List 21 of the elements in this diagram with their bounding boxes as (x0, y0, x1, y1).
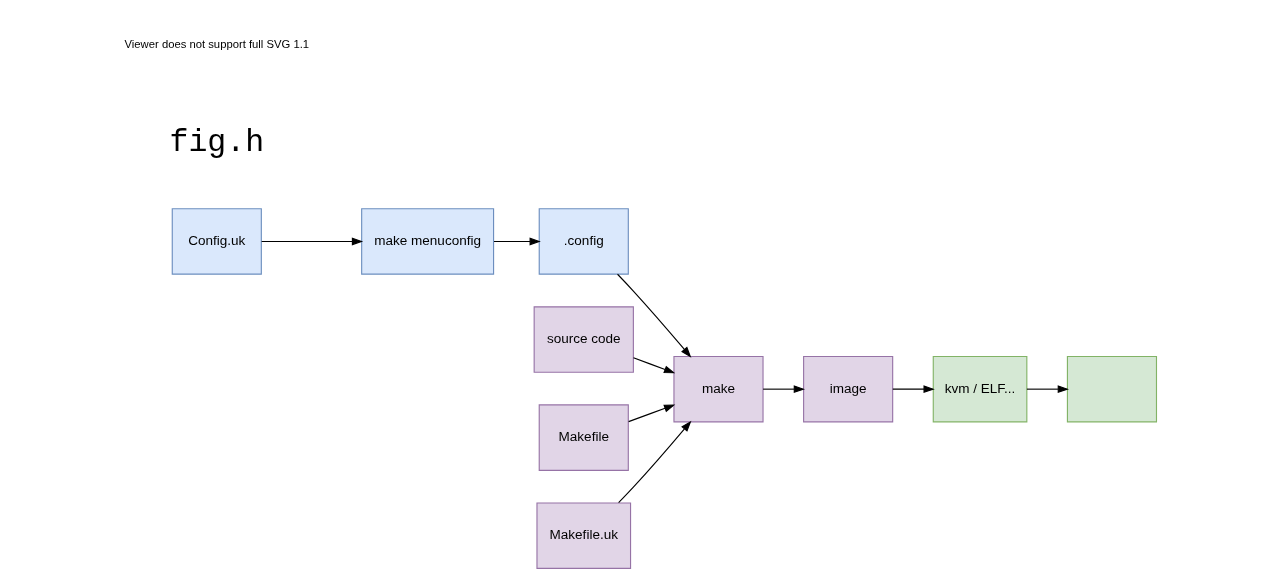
node-box: Config.uk (171, 208, 262, 275)
node-box: source code (533, 306, 634, 373)
node-box: make menuconfig (360, 208, 494, 275)
node-box (1066, 355, 1157, 423)
node-box: .config (538, 208, 629, 275)
label: Viewer does not support full SVG 1.1 (124, 38, 309, 51)
label: fig.h (168, 125, 264, 161)
arrow (627, 404, 675, 423)
arrow (616, 273, 691, 358)
node-box: Makefile (538, 404, 629, 471)
node-box: make (672, 355, 764, 423)
arrow (617, 420, 691, 504)
arrow (762, 385, 805, 394)
arrow (1025, 385, 1069, 394)
node-box: Makefile.uk (535, 502, 631, 569)
arrow (891, 385, 935, 394)
arrow (492, 237, 541, 246)
node-box: image (802, 355, 893, 423)
node-box: kvm / ELF... (932, 355, 1027, 423)
arrow (260, 237, 363, 246)
arrow (632, 357, 675, 374)
